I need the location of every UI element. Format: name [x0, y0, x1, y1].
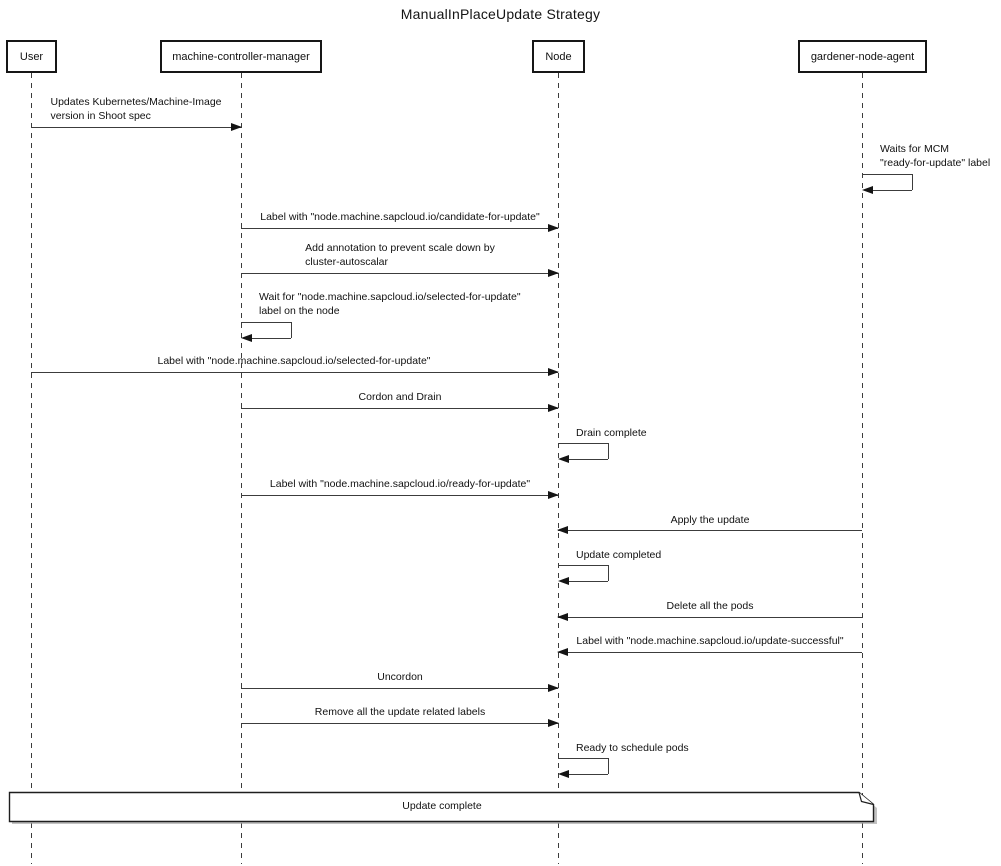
- message-label-ready-for-update: Label with "node.machine.sapcloud.io/rea…: [269, 478, 531, 490]
- actor-label-user: User: [19, 50, 44, 63]
- arrowhead-right: [548, 268, 559, 277]
- arrowhead-right: [548, 490, 559, 499]
- self-message-loop-update-completed: [558, 565, 610, 585]
- arrowhead-right: [231, 122, 242, 131]
- actor-box-machine-controller-manager: machine-controller-manager: [160, 40, 322, 73]
- self-message-label-drain-complete: Drain complete: [576, 427, 647, 439]
- actor-box-user: User: [6, 40, 57, 73]
- message-label-uncordon: Uncordon: [377, 671, 423, 683]
- arrowhead-left: [557, 612, 568, 621]
- self-message-loop-drain-complete: [558, 443, 610, 463]
- actor-box-node: Node: [532, 40, 585, 73]
- arrowhead-right: [548, 718, 559, 727]
- arrowhead-left: [241, 334, 252, 342]
- arrowhead-right: [548, 403, 559, 412]
- lifeline-node: [557, 73, 559, 864]
- message-label-add-annotation: Add annotation to prevent scale down by …: [305, 242, 495, 268]
- message-arrow-ready-for-update: [241, 490, 559, 499]
- arrowhead-left: [557, 525, 568, 534]
- message-label-update-shoot-spec: Updates Kubernetes/Machine-Image version…: [50, 96, 222, 122]
- lifeline-gardener-node-agent: [861, 73, 863, 864]
- message-arrow-delete-all-pods: [557, 612, 862, 621]
- lifeline-machine-controller-manager: [240, 73, 242, 864]
- message-label-selected-for-update: Label with "node.machine.sapcloud.io/sel…: [157, 355, 431, 367]
- arrowhead-right: [548, 223, 559, 232]
- self-message-label-update-completed: Update completed: [576, 549, 662, 561]
- message-label-update-successful: Label with "node.machine.sapcloud.io/upd…: [576, 635, 844, 647]
- self-message-loop-wait-selected-for-update: [241, 322, 293, 342]
- message-arrow-selected-for-update: [31, 367, 559, 376]
- message-arrow-add-annotation: [241, 268, 559, 277]
- diagram-title: ManualInPlaceUpdate Strategy: [400, 6, 601, 22]
- message-arrow-cordon-and-drain: [241, 403, 559, 412]
- message-label-remove-labels: Remove all the update related labels: [314, 706, 486, 718]
- message-arrow-update-shoot-spec: [31, 122, 242, 131]
- message-arrow-remove-labels: [241, 718, 559, 727]
- note-shape: [8, 791, 877, 824]
- actor-label-node: Node: [545, 50, 572, 63]
- message-arrow-candidate-for-update: [241, 223, 559, 232]
- note-label-update-complete: Update complete: [402, 800, 482, 812]
- actor-box-gardener-node-agent: gardener-node-agent: [798, 40, 927, 73]
- message-label-cordon-and-drain: Cordon and Drain: [358, 391, 442, 403]
- actor-label-gardener-node-agent: gardener-node-agent: [810, 50, 915, 63]
- message-arrow-update-successful: [557, 647, 862, 656]
- message-label-candidate-for-update: Label with "node.machine.sapcloud.io/can…: [260, 211, 540, 223]
- self-message-loop-ready-to-schedule: [558, 758, 610, 778]
- message-arrow-apply-the-update: [557, 525, 862, 534]
- lifeline-user: [30, 73, 32, 864]
- arrowhead-left: [862, 186, 873, 194]
- arrowhead-left: [557, 647, 568, 656]
- message-arrow-uncordon: [241, 683, 559, 692]
- self-message-label-ready-to-schedule: Ready to schedule pods: [576, 742, 689, 754]
- arrowhead-left: [558, 577, 569, 585]
- message-label-delete-all-pods: Delete all the pods: [666, 600, 754, 612]
- self-message-label-wait-selected-for-update: Wait for "node.machine.sapcloud.io/selec…: [259, 291, 521, 317]
- arrowhead-right: [548, 367, 559, 376]
- arrowhead-right: [548, 683, 559, 692]
- arrowhead-left: [558, 455, 569, 463]
- arrowhead-left: [558, 770, 569, 778]
- self-message-loop-waits-for-mcm: [862, 174, 914, 194]
- self-message-label-waits-for-mcm: Waits for MCM "ready-for-update" label: [880, 143, 991, 169]
- actor-label-machine-controller-manager: machine-controller-manager: [172, 50, 310, 63]
- message-label-apply-the-update: Apply the update: [670, 514, 750, 526]
